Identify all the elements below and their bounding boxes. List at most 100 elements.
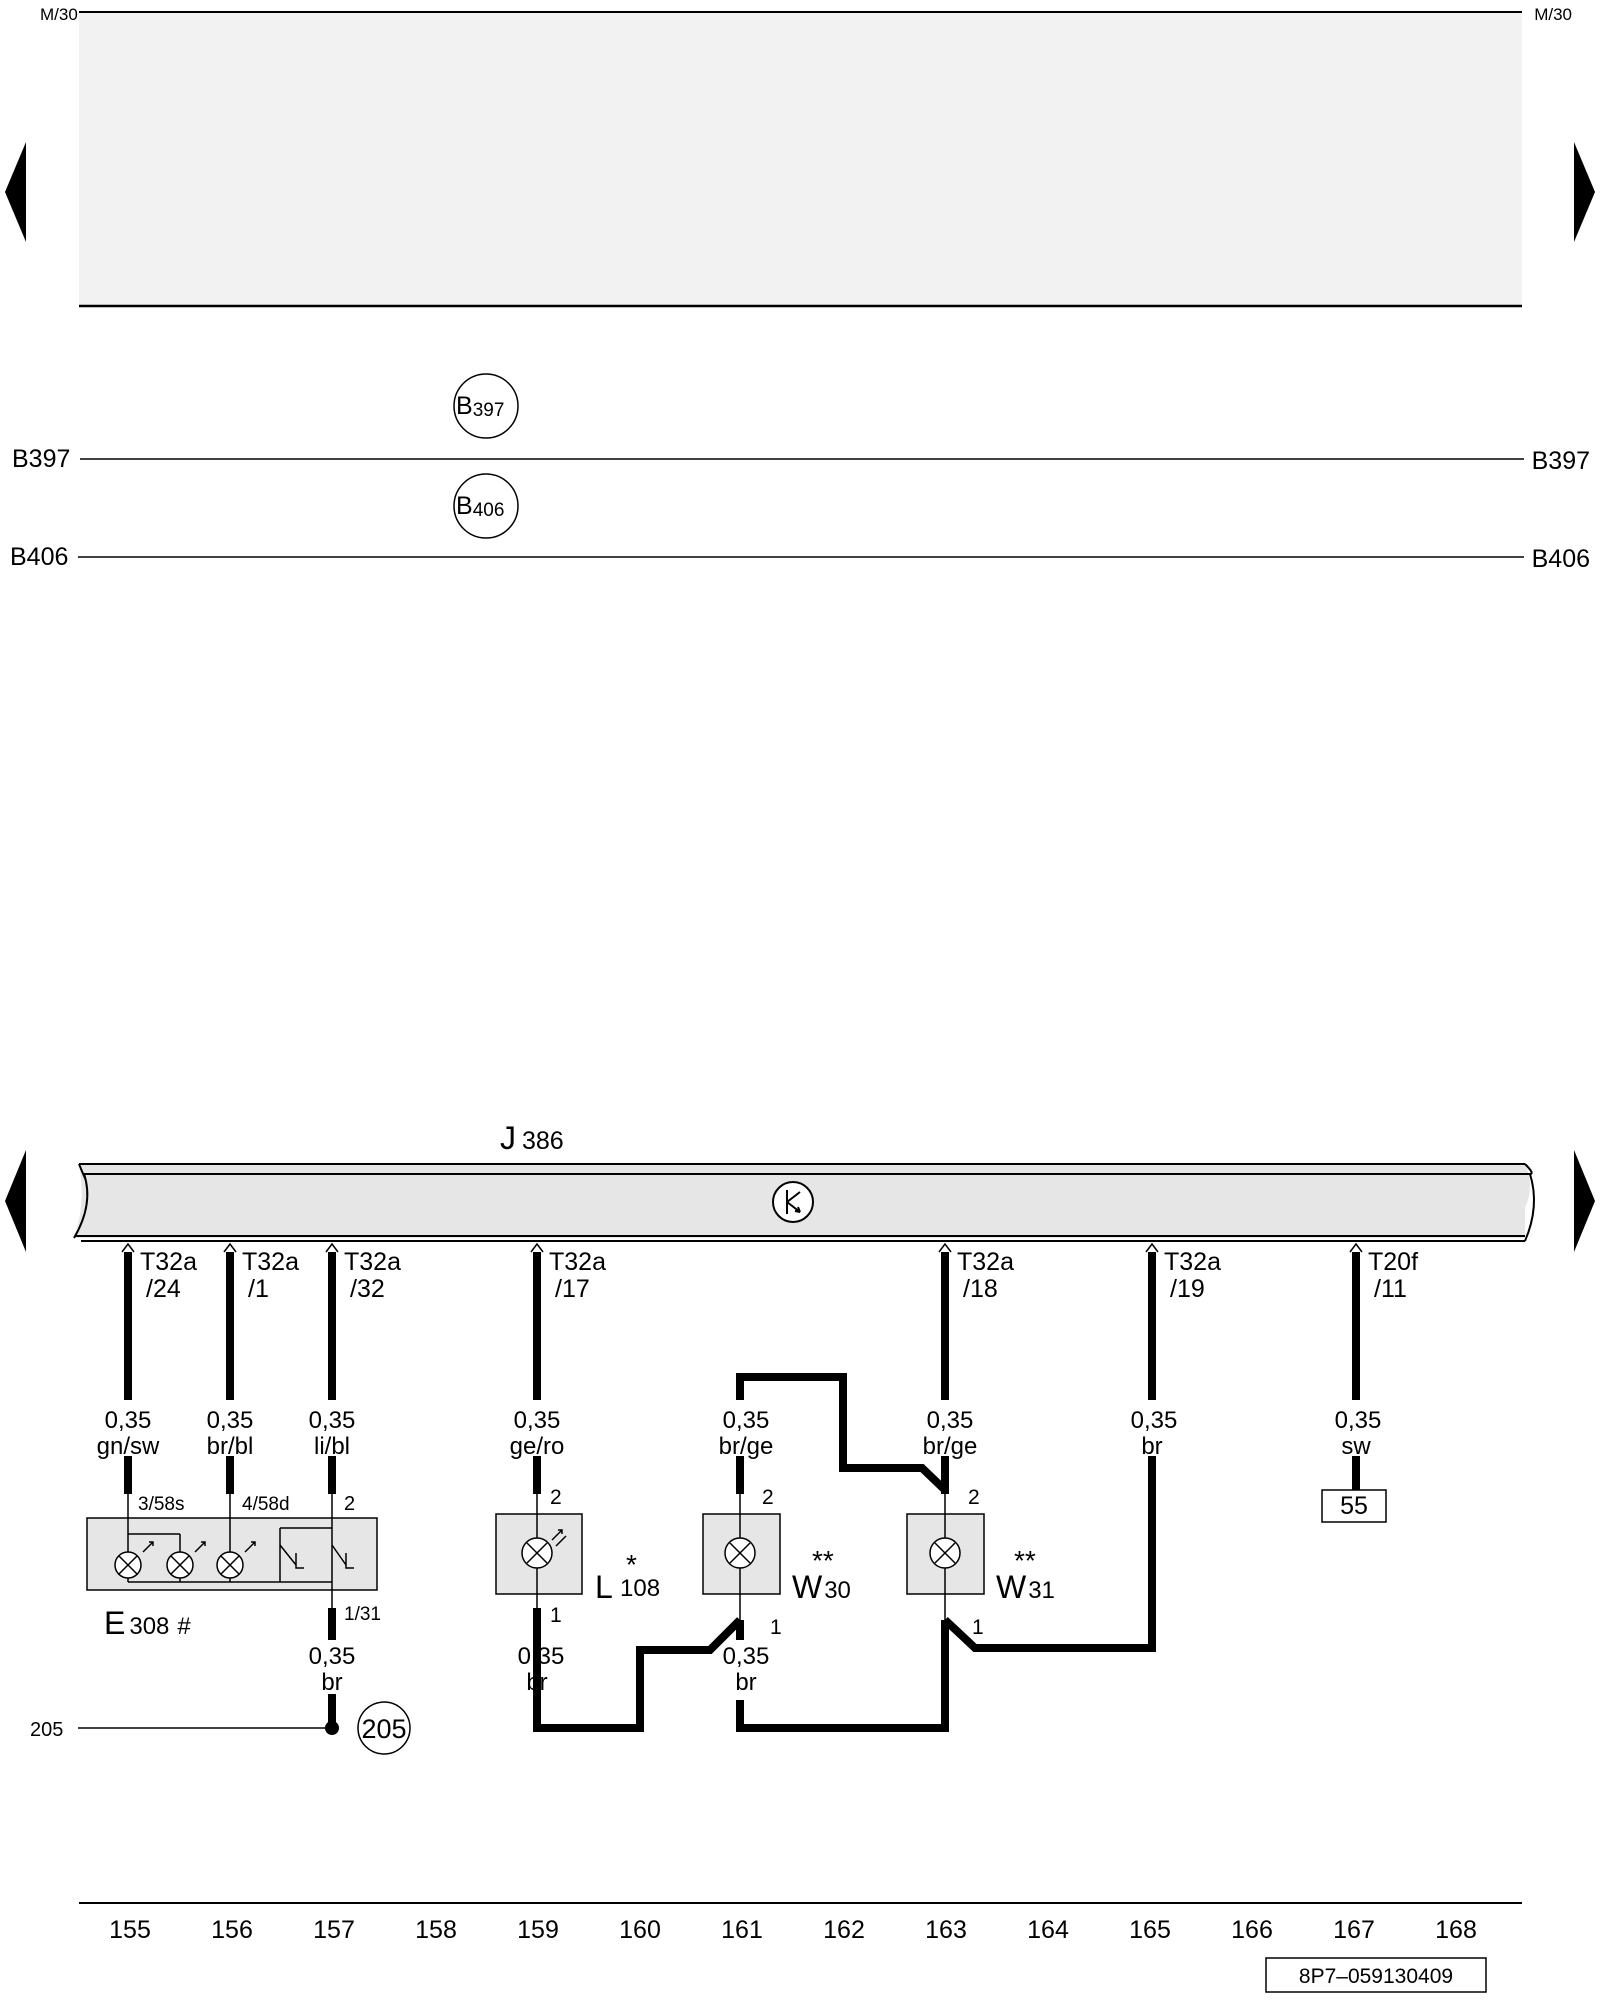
w30-out-color: br <box>735 1669 756 1696</box>
column-number-168: 168 <box>1435 1916 1477 1944</box>
w30-mark: ** <box>812 1545 834 1576</box>
top-shaded-area <box>79 12 1522 306</box>
wire-color-155: gn/sw <box>97 1433 160 1460</box>
wire-extra-br-ge <box>736 1373 948 1493</box>
wire-color-167: sw <box>1341 1433 1371 1460</box>
wire-w31-pin1 <box>942 1456 1156 1652</box>
pin-arrow-157 <box>325 1242 339 1253</box>
pin-label-157-a: T32a <box>344 1248 401 1276</box>
l108-sub: 108 <box>620 1575 660 1602</box>
column-number-156: 156 <box>211 1916 253 1944</box>
pin-arrow-165 <box>1145 1242 1159 1253</box>
terminal-55-label: 55 <box>1340 1492 1368 1520</box>
wire-label-bg-157 <box>292 1404 372 1454</box>
control-unit-left-edge <box>73 1163 89 1239</box>
pin-label-156-a: T32a <box>242 1248 299 1276</box>
ground-line-label: 205 <box>30 1719 63 1741</box>
pin-labels: T32a /24 T32a /1 T32a /32 T32a /17 T32a … <box>140 1248 1418 1303</box>
bus-badge-b397 <box>453 373 519 439</box>
e308-out-color: br <box>321 1669 342 1696</box>
column-number-155: 155 <box>109 1916 151 1944</box>
next-page-arrow-bottom-icon[interactable] <box>1574 1150 1595 1252</box>
margin-label-top-right: M/30 <box>1534 5 1572 24</box>
prev-page-arrow-bottom-icon[interactable] <box>5 1150 26 1252</box>
transistor-symbol-icon <box>772 1181 814 1223</box>
wires <box>124 1252 1360 1732</box>
w30-pin-top: 2 <box>762 1486 774 1509</box>
pin-arrow-156 <box>223 1242 237 1253</box>
l108-out-color: br <box>526 1669 547 1696</box>
e308-lamp-2-x <box>170 1555 190 1575</box>
pin-label-163-a: T32a <box>957 1248 1014 1276</box>
pin-arrows <box>121 1242 1363 1253</box>
doc-code-box <box>1265 1957 1487 1993</box>
wire-color-156: br/bl <box>207 1433 254 1460</box>
pin-label-159-a: T32a <box>549 1248 606 1276</box>
column-number-157: 157 <box>313 1916 355 1944</box>
pin-label-165-a: T32a <box>1164 1248 1221 1276</box>
wire-gauge-163: 0,35 <box>927 1407 974 1434</box>
e308-internal <box>127 1494 354 1610</box>
bus-label-right-b406: B406 <box>1532 545 1590 573</box>
w31-pin-top: 2 <box>968 1486 980 1509</box>
wire-l108-w30 <box>533 1617 743 1732</box>
bus-label-right-b397: B397 <box>1532 447 1590 475</box>
column-number-163: 163 <box>925 1916 967 1944</box>
wire-gauge-159: 0,35 <box>514 1407 561 1434</box>
pin-label-165-b: /19 <box>1170 1275 1205 1303</box>
column-number-161: 161 <box>721 1916 763 1944</box>
wire-color-159: ge/ro <box>510 1433 565 1460</box>
wire-label-bg-159 <box>497 1404 577 1454</box>
bus-badge-b406 <box>453 473 519 539</box>
e308-out-gauge: 0,35 <box>309 1643 356 1670</box>
e308-light-rays-icon <box>142 1541 256 1553</box>
l108-pin-top: 2 <box>550 1486 562 1509</box>
wire-color-163: br/ge <box>923 1433 978 1460</box>
wire-gauge-161: 0,35 <box>723 1407 770 1434</box>
e308-switch-1 <box>279 1544 304 1569</box>
e308-pin-c: 2 <box>344 1493 355 1515</box>
component-w30: 2 1 ** W30 0,35 br <box>702 1486 851 1696</box>
component-w31: 2 1 ** W31 <box>906 1486 1055 1639</box>
next-page-arrow-icon[interactable] <box>1574 142 1595 242</box>
w30-out-gauge: 0,35 <box>723 1643 770 1670</box>
l108-pin-bottom: 1 <box>550 1604 562 1627</box>
wire-color-161: br/ge <box>719 1433 774 1460</box>
ground-junction-icon <box>325 1721 339 1735</box>
wire-label-bg-156 <box>190 1404 270 1454</box>
bus-label-left-b406: B406 <box>10 543 68 571</box>
wire-gauge-155: 0,35 <box>105 1407 152 1434</box>
w30-lamp-x <box>729 1542 751 1564</box>
wire-gauge-156: 0,35 <box>207 1407 254 1434</box>
wire-gauge-157: 0,35 <box>309 1407 356 1434</box>
pin-arrow-163 <box>938 1242 952 1253</box>
column-number-164: 164 <box>1027 1916 1069 1944</box>
e308-lamps <box>114 1541 256 1579</box>
prev-page-arrow-icon[interactable] <box>5 142 26 242</box>
pin-label-155-a: T32a <box>140 1248 197 1276</box>
e308-lamp-3-x <box>220 1555 240 1575</box>
column-number-160: 160 <box>619 1916 661 1944</box>
column-number-159: 159 <box>517 1916 559 1944</box>
column-number-162: 162 <box>823 1916 865 1944</box>
column-number-158: 158 <box>415 1916 457 1944</box>
l108-name: L <box>595 1569 613 1605</box>
column-number-165: 165 <box>1129 1916 1171 1944</box>
l108-lamp-x <box>526 1542 548 1564</box>
e308-lamp-1-x <box>118 1555 138 1575</box>
e308-pin-out: 1/31 <box>344 1604 381 1625</box>
pin-label-155-b: /24 <box>146 1275 181 1303</box>
ground-badge <box>357 1701 411 1755</box>
bus-label-left-b397: B397 <box>12 445 70 473</box>
wire-label-bg-155 <box>88 1404 168 1454</box>
wire-labels: 0,35 gn/sw 0,35 br/bl 0,35 li/bl 0,35 ge… <box>88 1404 1381 1460</box>
wire-gauge-167: 0,35 <box>1335 1407 1382 1434</box>
l108-light-rays-icon <box>551 1529 567 1547</box>
w31-pin-bottom: 1 <box>972 1616 984 1639</box>
w30-pin-bottom: 1 <box>770 1616 782 1639</box>
